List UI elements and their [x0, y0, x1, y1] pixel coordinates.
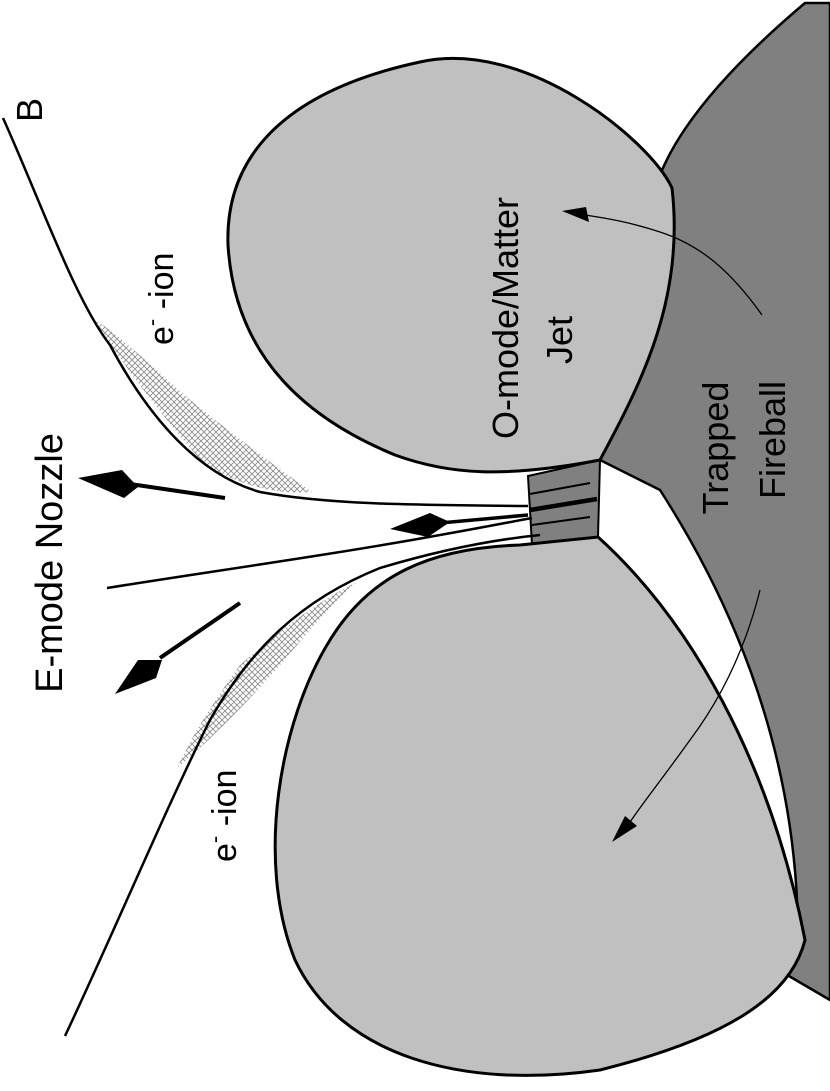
nozzle-label: E-mode Nozzle [29, 433, 71, 693]
pointer-to-lower-lobe [612, 589, 761, 842]
upper-outflow-arrow [78, 470, 226, 500]
lower-outflow-arrow [115, 601, 242, 694]
upper-jet-lobe [226, 56, 676, 474]
lower-jet-lobe [273, 535, 807, 1077]
upper-field-line [1, 117, 529, 508]
fireball-label-line1: Trapped [695, 382, 736, 515]
svg-text:e- -ion: e- -ion [139, 253, 181, 345]
jet-label-line2: Jet [539, 316, 580, 364]
pointer-to-upper-lobe [562, 207, 763, 316]
center-field-line [106, 516, 533, 590]
lower-ion-sheath [177, 582, 357, 768]
throat-lines [529, 482, 598, 526]
jet-label-line1: O-mode/Matter [485, 197, 526, 439]
center-outflow-arrow [390, 513, 529, 537]
lower-field-line [63, 533, 541, 1037]
fireball-label-line2: Fireball [752, 381, 793, 499]
upper-ion-sheath [92, 318, 312, 493]
svg-text:e- -ion: e- -ion [202, 770, 244, 862]
lower-ion-label: e- -ion [202, 770, 244, 862]
upper-ion-label: e- -ion [139, 253, 181, 345]
field-label-b: B [9, 98, 50, 122]
